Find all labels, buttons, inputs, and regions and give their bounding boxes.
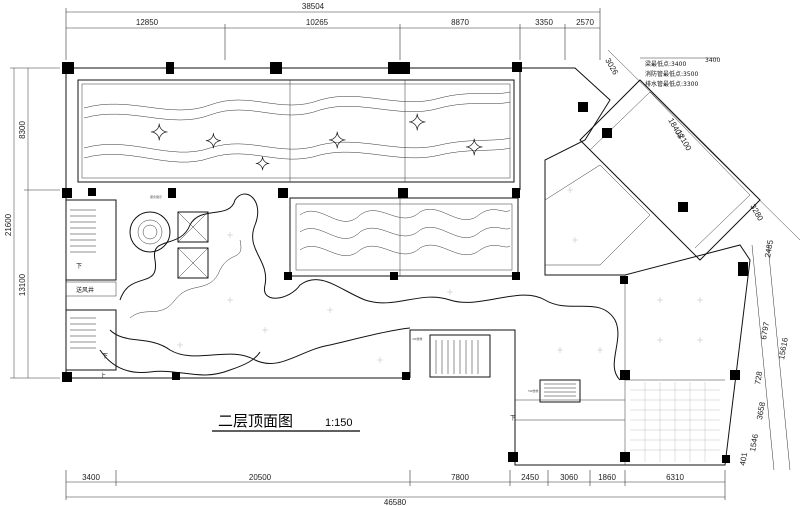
stair-down-label-2: 下 (102, 353, 108, 360)
star-icon: ✦ (205, 129, 222, 153)
bottom-dim-seg-5: 3060 (560, 473, 578, 482)
bottom-dim-seg-6: 1860 (598, 473, 616, 482)
stair-up-label: 上 (100, 372, 106, 380)
stair-core-left: 送风井 下 下 上 (65, 199, 117, 380)
right-dim-10: 401 (738, 451, 749, 466)
stair-down-label-1: 下 (76, 263, 82, 270)
star-icon: ✦ (465, 136, 483, 161)
star-icon: ✦ (408, 111, 426, 136)
star-icon: ✦ (255, 154, 270, 175)
drawing-title: 二层顶面图 (218, 412, 293, 430)
drawing-scale: 1:150 (325, 417, 353, 429)
top-dim-seg-3: 8870 (451, 18, 469, 27)
note-side-value: 3400 (705, 57, 720, 64)
structural-columns (62, 62, 748, 463)
stair-core-right: 5#楼梯 下 (510, 379, 581, 422)
right-dim-5: 2485 (763, 239, 775, 259)
ceiling-panel-stars: ✦ ✦ ✦ ✦ ✦ ✦ (77, 79, 515, 183)
ceiling-panel-waves (289, 197, 519, 277)
top-dim-seg-1: 12850 (136, 18, 159, 27)
top-dimension-chain: 38504 12850 10265 8870 3350 2570 (65, 2, 601, 60)
stair-5-tag: 5#楼梯 (528, 388, 538, 393)
stair-4-tag: 4#楼梯 (412, 336, 422, 341)
note-drain-pipe-lowest: 排水管最低点:3300 (645, 80, 698, 88)
right-dim-3: 12100 (674, 129, 693, 153)
top-overall-dim: 38504 (302, 2, 325, 11)
right-dim-11: 1546 (748, 433, 760, 453)
right-dim-7: 15616 (777, 336, 790, 360)
service-display-label: 服务展示 (150, 194, 162, 199)
corridor-grid (630, 382, 720, 462)
note-beam-lowest: 梁最低点:3400 (645, 60, 686, 68)
left-dim-seg-2: 13100 (18, 273, 27, 296)
bottom-dim-seg-2: 20500 (249, 473, 272, 482)
top-dim-seg-4: 3350 (535, 18, 553, 27)
stair-down-label-3: 下 (510, 415, 516, 422)
left-dimension-chain: 21600 8300 13100 (4, 67, 60, 379)
right-dim-9: 3658 (755, 401, 767, 421)
stair-core-center: 4#楼梯 (412, 334, 491, 378)
bottom-dim-seg-3: 7800 (451, 473, 469, 482)
left-dim-seg-1: 8300 (18, 121, 27, 139)
organic-ceiling-boundary (99, 193, 621, 381)
bottom-dim-seg-4: 2450 (521, 473, 539, 482)
star-icon: ✦ (328, 129, 346, 154)
right-dim-4: 3280 (748, 203, 765, 223)
bottom-overall-dim: 46580 (384, 498, 407, 506)
right-dim-6: 6797 (759, 321, 771, 341)
top-dim-seg-5: 2570 (576, 18, 594, 27)
round-feature (129, 211, 171, 253)
star-icon: ✦ (150, 121, 168, 146)
note-fire-pipe-lowest: 消防管最低点:3500 (645, 70, 698, 78)
ceiling-notes: 梁最低点:3400 消防管最低点:3500 排水管最低点:3300 3400 (640, 57, 720, 88)
bottom-dim-seg-7: 6310 (666, 473, 684, 482)
left-overall-dim: 21600 (4, 213, 13, 236)
drawing-title-block: 二层顶面图 1:150 (212, 412, 360, 432)
light-fixtures (177, 187, 703, 363)
bottom-dimension-chain: 3400 20500 7800 2450 3060 1860 6310 4658… (65, 470, 726, 506)
right-dim-8: 728 (753, 370, 764, 385)
elevator-core: 服务展示 (150, 194, 209, 279)
top-dim-seg-2: 10265 (306, 18, 329, 27)
bottom-dim-seg-1: 3400 (82, 473, 100, 482)
air-shaft-label: 送风井 (76, 286, 94, 294)
right-dimension-chain: 3026 18408 12100 3280 2485 6797 15616 72… (603, 49, 800, 471)
